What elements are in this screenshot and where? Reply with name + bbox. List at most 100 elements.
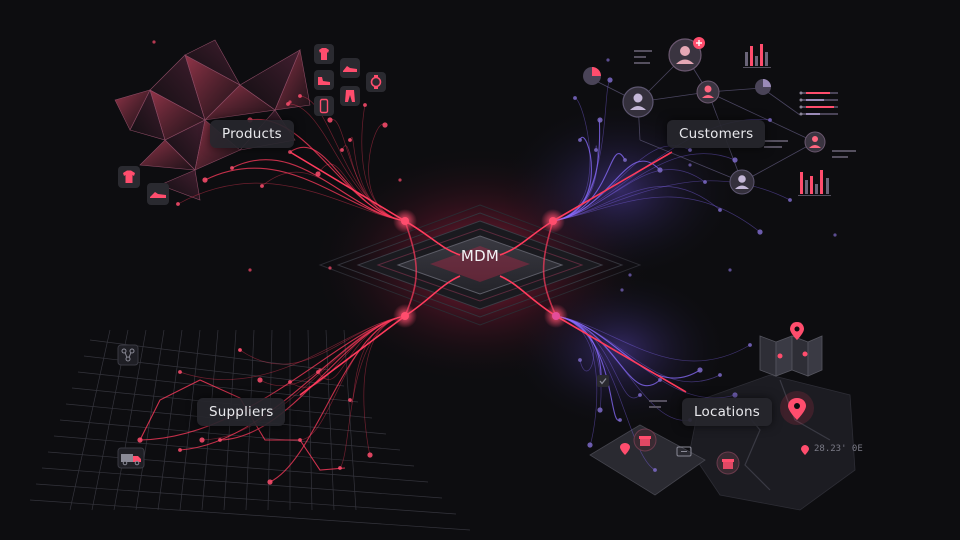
- particle: [318, 368, 322, 372]
- endpoint-dot: [697, 367, 703, 373]
- endpoint-dot: [732, 392, 738, 398]
- connection-curve: [317, 163, 406, 222]
- map-pin-icon: [801, 445, 809, 455]
- map-pin-icon: [790, 322, 804, 340]
- endpoint-dot: [315, 171, 321, 177]
- endpoint-dot: [257, 377, 263, 383]
- junction-nodes: [393, 209, 568, 328]
- connection-curve: [259, 315, 406, 387]
- endpoint-dot: [298, 94, 302, 98]
- endpoint-dot: [594, 148, 598, 152]
- suppliers-label: Suppliers: [197, 398, 286, 426]
- ticket-icon: [676, 446, 692, 457]
- connection-curve: [329, 119, 406, 222]
- grid-line: [53, 435, 415, 467]
- particle: [398, 178, 402, 182]
- mdm-hub-label: MDM: [460, 247, 500, 265]
- endpoint-dot: [618, 418, 622, 422]
- connection-curve: [339, 315, 406, 469]
- products-label: Products: [210, 120, 294, 148]
- store-icon: [633, 428, 657, 452]
- connection-curve: [552, 153, 736, 222]
- user-avatar-icon: [696, 80, 720, 104]
- tshirt-icon: [118, 166, 140, 188]
- connection-curve: [555, 315, 656, 471]
- connection-curve: [552, 79, 611, 222]
- particle: [628, 273, 632, 277]
- connection-curve: [239, 315, 406, 365]
- particle: [238, 348, 242, 352]
- grid-line: [325, 329, 335, 511]
- endpoint-dot: [718, 208, 722, 212]
- endpoint-dot: [657, 167, 663, 173]
- connection-curve: [179, 315, 406, 380]
- connection-curve: [177, 182, 406, 222]
- product-icons: [118, 44, 386, 205]
- customers-label: Customers: [667, 120, 766, 148]
- particle: [833, 233, 837, 237]
- connection-curve: [201, 315, 406, 441]
- grid-line: [69, 329, 111, 511]
- connection-curve: [552, 169, 706, 222]
- connection-curve: [299, 315, 406, 441]
- sneaker-icon: [147, 183, 169, 205]
- connection-curve: [299, 95, 406, 222]
- connection-curve: [555, 315, 751, 362]
- endpoint-dot: [260, 184, 264, 188]
- particle: [728, 268, 732, 272]
- endpoint-dot: [703, 180, 707, 184]
- connection-curve: [555, 315, 621, 421]
- network-icon: [117, 344, 139, 366]
- grid-line: [47, 451, 429, 483]
- particle: [328, 266, 332, 270]
- map-pin-icon: [620, 443, 630, 455]
- main-spoke: [299, 315, 406, 396]
- shoe-icon: [314, 70, 334, 90]
- endpoint-dot: [267, 479, 273, 485]
- endpoint-dot: [288, 150, 292, 154]
- endpoint-dot: [788, 198, 792, 202]
- customer-icons: [583, 37, 856, 196]
- grid-line: [307, 329, 313, 511]
- pants-icon: [340, 86, 360, 106]
- connection-curve: [555, 315, 594, 372]
- connection-curve: [552, 153, 626, 222]
- user-avatar-icon: [804, 131, 826, 153]
- connection-curve: [555, 315, 721, 383]
- grid-line: [157, 329, 183, 511]
- connection-curve: [552, 186, 721, 222]
- endpoint-dot: [298, 438, 302, 442]
- connection-curve: [552, 145, 598, 222]
- plus-badge-icon: [693, 37, 705, 49]
- bar-chart-icon: [798, 170, 831, 196]
- connection-curve: [555, 315, 661, 387]
- endpoint-dot: [348, 398, 352, 402]
- connection-curve: [341, 145, 406, 222]
- endpoint-dot: [607, 77, 613, 83]
- connection-curve: [555, 315, 641, 399]
- map-pin-icon: [780, 391, 814, 425]
- endpoint-dot: [176, 202, 180, 206]
- text-lines-icon: [634, 50, 856, 158]
- connection-curve: [289, 146, 406, 222]
- endpoint-dot: [202, 177, 208, 183]
- main-spoke: [555, 315, 687, 393]
- endpoint-dot: [748, 343, 752, 347]
- endpoint-dot: [382, 122, 388, 128]
- locations-label: Locations: [682, 398, 772, 426]
- connection-curve: [287, 103, 406, 222]
- connection-curve: [349, 315, 406, 403]
- endpoint-dot: [732, 157, 738, 163]
- endpoint-dot: [587, 442, 593, 448]
- endpoint-dot: [768, 118, 772, 122]
- endpoint-dot: [363, 103, 367, 107]
- endpoint-dot: [578, 358, 582, 362]
- truck-icon: [117, 447, 145, 469]
- connection-curve: [261, 171, 406, 222]
- endpoint-dot: [340, 148, 344, 152]
- phone-icon: [314, 96, 334, 116]
- endpoint-dot: [230, 166, 234, 170]
- endpoint-dots: [137, 40, 837, 485]
- connection-curve: [552, 196, 761, 233]
